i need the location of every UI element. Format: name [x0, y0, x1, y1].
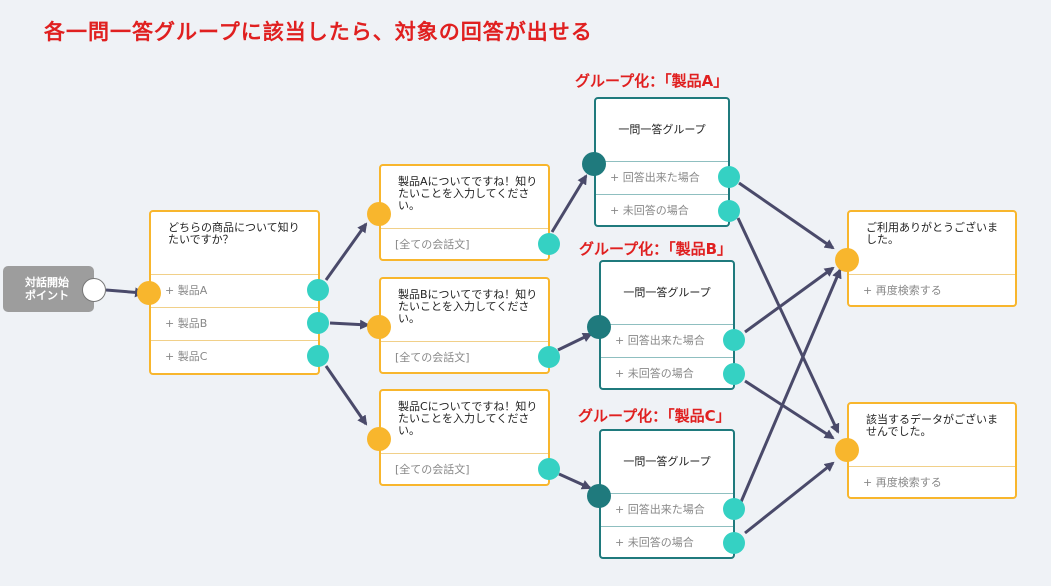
qa-group-a-title: 一問一答グループ [618, 123, 706, 136]
qa-group-c-title: 一問一答グループ [623, 455, 711, 468]
thanks-input-port[interactable] [835, 248, 859, 272]
edge-groupA-unanswered-to-nodata [736, 217, 840, 434]
question-text: どちらの商品について知りたいですか？ [168, 221, 300, 246]
product-b-node[interactable]: 製品Bについてですね！知りたいことを入力してください。 [全ての会話文] [379, 277, 550, 374]
qa-group-c-option-answered[interactable]: + 回答出来た場合 [601, 493, 733, 526]
thanks-node[interactable]: ご利用ありがとうございました。 + 再度検索する [847, 210, 1017, 307]
edge-productB-to-groupB [557, 332, 593, 352]
qa-group-a-option-answered[interactable]: + 回答出来た場合 [596, 161, 728, 194]
product-a-text: 製品Aについてですね！知りたいことを入力してください。 [398, 175, 538, 212]
qa-group-c-node[interactable]: 一問一答グループ + 回答出来た場合 + 未回答の場合 [599, 429, 735, 559]
edge-groupC-unanswered-to-nodata [744, 461, 835, 535]
qa-group-a-input-port[interactable] [582, 152, 606, 176]
qa-group-b-option-unanswered[interactable]: + 未回答の場合 [601, 357, 733, 390]
product-c-node[interactable]: 製品Cについてですね！知りたいことを入力してください。 [全ての会話文] [379, 389, 550, 486]
edge-optA-to-productA [324, 222, 368, 281]
qa-group-b-answered-port[interactable] [723, 329, 745, 351]
start-point-label-line1: 対話開始 [25, 276, 69, 289]
edge-groupB-unanswered-to-nodata [744, 379, 835, 440]
product-b-text: 製品Bについてですね！知りたいことを入力してください。 [398, 288, 538, 325]
edge-optB-to-productB [329, 319, 370, 330]
question-input-port[interactable] [137, 281, 161, 305]
product-a-output-port[interactable] [538, 233, 560, 255]
product-c-input-port[interactable] [367, 427, 391, 451]
start-point-node[interactable]: 対話開始 ポイント [3, 266, 94, 312]
no-data-input-port[interactable] [835, 438, 859, 462]
qa-group-a-node[interactable]: 一問一答グループ + 回答出来た場合 + 未回答の場合 [594, 97, 730, 227]
qa-group-b-node[interactable]: 一問一答グループ + 回答出来た場合 + 未回答の場合 [599, 260, 735, 390]
group-label-a: グループ化：「製品A」 [575, 72, 729, 90]
thanks-option-search-again[interactable]: + 再度検索する [849, 274, 1015, 307]
edge-productC-to-groupC [558, 472, 592, 490]
question-option-c-port[interactable] [307, 345, 329, 367]
edge-optC-to-productC [324, 365, 368, 426]
qa-group-a-answered-port[interactable] [718, 166, 740, 188]
start-point-label-line2: ポイント [25, 289, 69, 302]
start-output-port[interactable] [82, 278, 106, 302]
qa-group-b-input-port[interactable] [587, 315, 611, 339]
thanks-text: ご利用ありがとうございました。 [866, 221, 998, 246]
group-label-c: グループ化：「製品C」 [578, 407, 731, 425]
qa-group-a-option-unanswered[interactable]: + 未回答の場合 [596, 194, 728, 227]
product-a-node[interactable]: 製品Aについてですね！知りたいことを入力してください。 [全ての会話文] [379, 164, 550, 261]
qa-group-b-title: 一問一答グループ [623, 286, 711, 299]
question-option-a-port[interactable] [307, 279, 329, 301]
no-data-node[interactable]: 該当するデータがございませんでした。 + 再度検索する [847, 402, 1017, 499]
group-label-b: グループ化：「製品B」 [579, 240, 733, 258]
product-b-output-port[interactable] [538, 346, 560, 368]
question-option-b-port[interactable] [307, 312, 329, 334]
qa-group-c-answered-port[interactable] [723, 498, 745, 520]
qa-group-c-input-port[interactable] [587, 484, 611, 508]
qa-group-c-unanswered-port[interactable] [723, 532, 745, 554]
product-b-option[interactable]: [全ての会話文] [381, 341, 548, 374]
edge-groupC-answered-to-thanks [739, 268, 842, 503]
product-c-option[interactable]: [全ての会話文] [381, 453, 548, 486]
product-c-output-port[interactable] [538, 458, 560, 480]
question-option-c[interactable]: + 製品C [151, 340, 318, 373]
question-option-a[interactable]: + 製品A [151, 274, 318, 307]
product-c-text: 製品Cについてですね！知りたいことを入力してください。 [398, 400, 538, 437]
question-node[interactable]: どちらの商品について知りたいですか？ + 製品A + 製品B + 製品C [149, 210, 320, 375]
qa-group-b-option-answered[interactable]: + 回答出来た場合 [601, 324, 733, 357]
product-a-input-port[interactable] [367, 202, 391, 226]
question-option-b[interactable]: + 製品B [151, 307, 318, 340]
edge-groupB-answered-to-thanks [744, 266, 835, 334]
no-data-option-search-again[interactable]: + 再度検索する [849, 466, 1015, 499]
no-data-text: 該当するデータがございませんでした。 [866, 413, 998, 438]
product-b-input-port[interactable] [367, 315, 391, 339]
product-a-option[interactable]: [全ての会話文] [381, 228, 548, 261]
qa-group-b-unanswered-port[interactable] [723, 363, 745, 385]
qa-group-a-unanswered-port[interactable] [718, 200, 740, 222]
qa-group-c-option-unanswered[interactable]: + 未回答の場合 [601, 526, 733, 559]
edge-start-to-question [105, 287, 145, 298]
edge-productA-to-groupA [550, 174, 588, 233]
edge-groupA-answered-to-thanks [738, 181, 835, 250]
page-title: 各一問一答グループに該当したら、対象の回答が出せる [44, 20, 593, 44]
